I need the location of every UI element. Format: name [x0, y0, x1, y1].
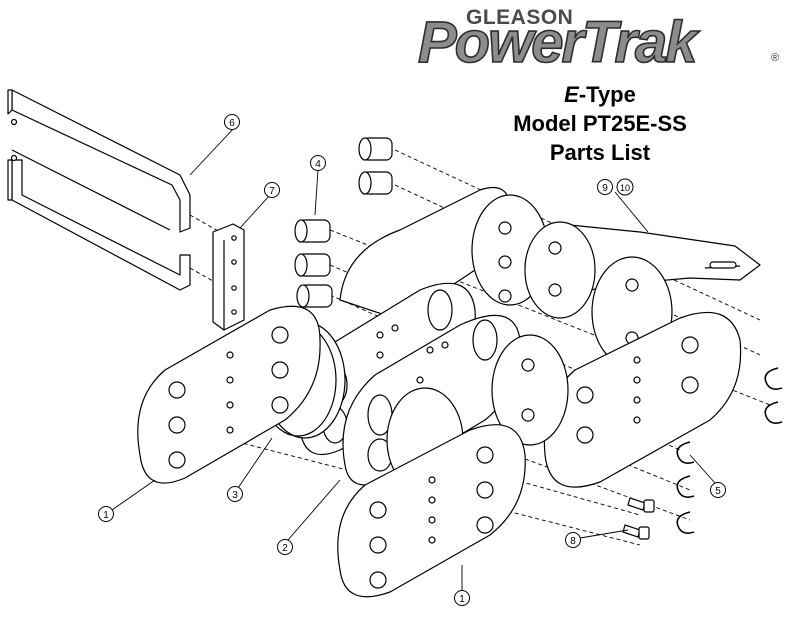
pin — [358, 171, 393, 195]
part-7-link-bar — [212, 223, 245, 331]
gleason-powertrak-logo: GLEASON PowerTrak ® — [408, 4, 793, 74]
retaining-clip — [676, 441, 695, 464]
retaining-clip — [764, 401, 783, 424]
title-line-1: E-Type — [480, 80, 720, 109]
callout-7: 7 — [264, 182, 280, 198]
title-line-3: Parts List — [549, 140, 651, 165]
svg-text:7: 7 — [269, 186, 275, 197]
back-plate-assembly — [339, 186, 549, 321]
title-block: E-Type Model PT25E-SS Parts List — [480, 80, 720, 167]
retaining-clip — [764, 367, 783, 390]
bolt — [622, 524, 650, 540]
svg-text:1: 1 — [103, 510, 109, 521]
svg-text:10: 10 — [620, 183, 630, 193]
title-type: -Type — [578, 82, 636, 107]
callout-2: 2 — [277, 539, 293, 555]
svg-text:9: 9 — [602, 183, 608, 194]
part-5-retaining-clips — [676, 367, 783, 534]
callout-8: 8 — [565, 532, 581, 548]
svg-text:2: 2 — [282, 543, 288, 554]
svg-text:4: 4 — [315, 159, 321, 170]
callout-3: 3 — [227, 486, 243, 502]
part-1-outer-plate-left — [137, 305, 321, 484]
svg-text:3: 3 — [232, 490, 238, 501]
logo-registered-mark: ® — [771, 52, 780, 64]
callout-1-left: 1 — [98, 506, 114, 522]
center-roller — [491, 334, 569, 446]
svg-text:5: 5 — [715, 486, 721, 497]
logo-brand-small: GLEASON — [466, 6, 574, 29]
title-e: E — [564, 82, 579, 107]
svg-text:8: 8 — [570, 536, 576, 547]
pin — [294, 219, 331, 243]
retaining-clip — [676, 511, 695, 534]
pin — [296, 284, 333, 308]
callout-4: 4 — [310, 155, 326, 171]
callout-6: 6 — [224, 114, 240, 130]
callout-leaders — [111, 126, 716, 590]
part-1-outer-plate-front — [337, 424, 526, 598]
callout-5: 5 — [710, 482, 726, 498]
part-8-bolts — [622, 497, 655, 540]
svg-text:6: 6 — [229, 118, 235, 129]
bolt — [627, 497, 655, 513]
callout-1-front: 1 — [454, 590, 470, 606]
callouts: 6 7 4 9 10 1 3 2 1 5 8 — [98, 114, 726, 606]
callout-9: 9 — [597, 179, 613, 195]
svg-text:1: 1 — [459, 594, 465, 605]
logo-brand-big: PowerTrak — [417, 10, 698, 75]
retaining-clip — [676, 475, 695, 498]
part-6-u-bracket — [7, 89, 191, 291]
right-outer-plate — [543, 311, 742, 488]
callout-10: 10 — [616, 178, 634, 196]
pin — [358, 137, 393, 161]
part-4-pins — [294, 137, 393, 308]
title-line-2: Model PT25E-SS — [513, 111, 687, 136]
pin — [294, 253, 331, 277]
